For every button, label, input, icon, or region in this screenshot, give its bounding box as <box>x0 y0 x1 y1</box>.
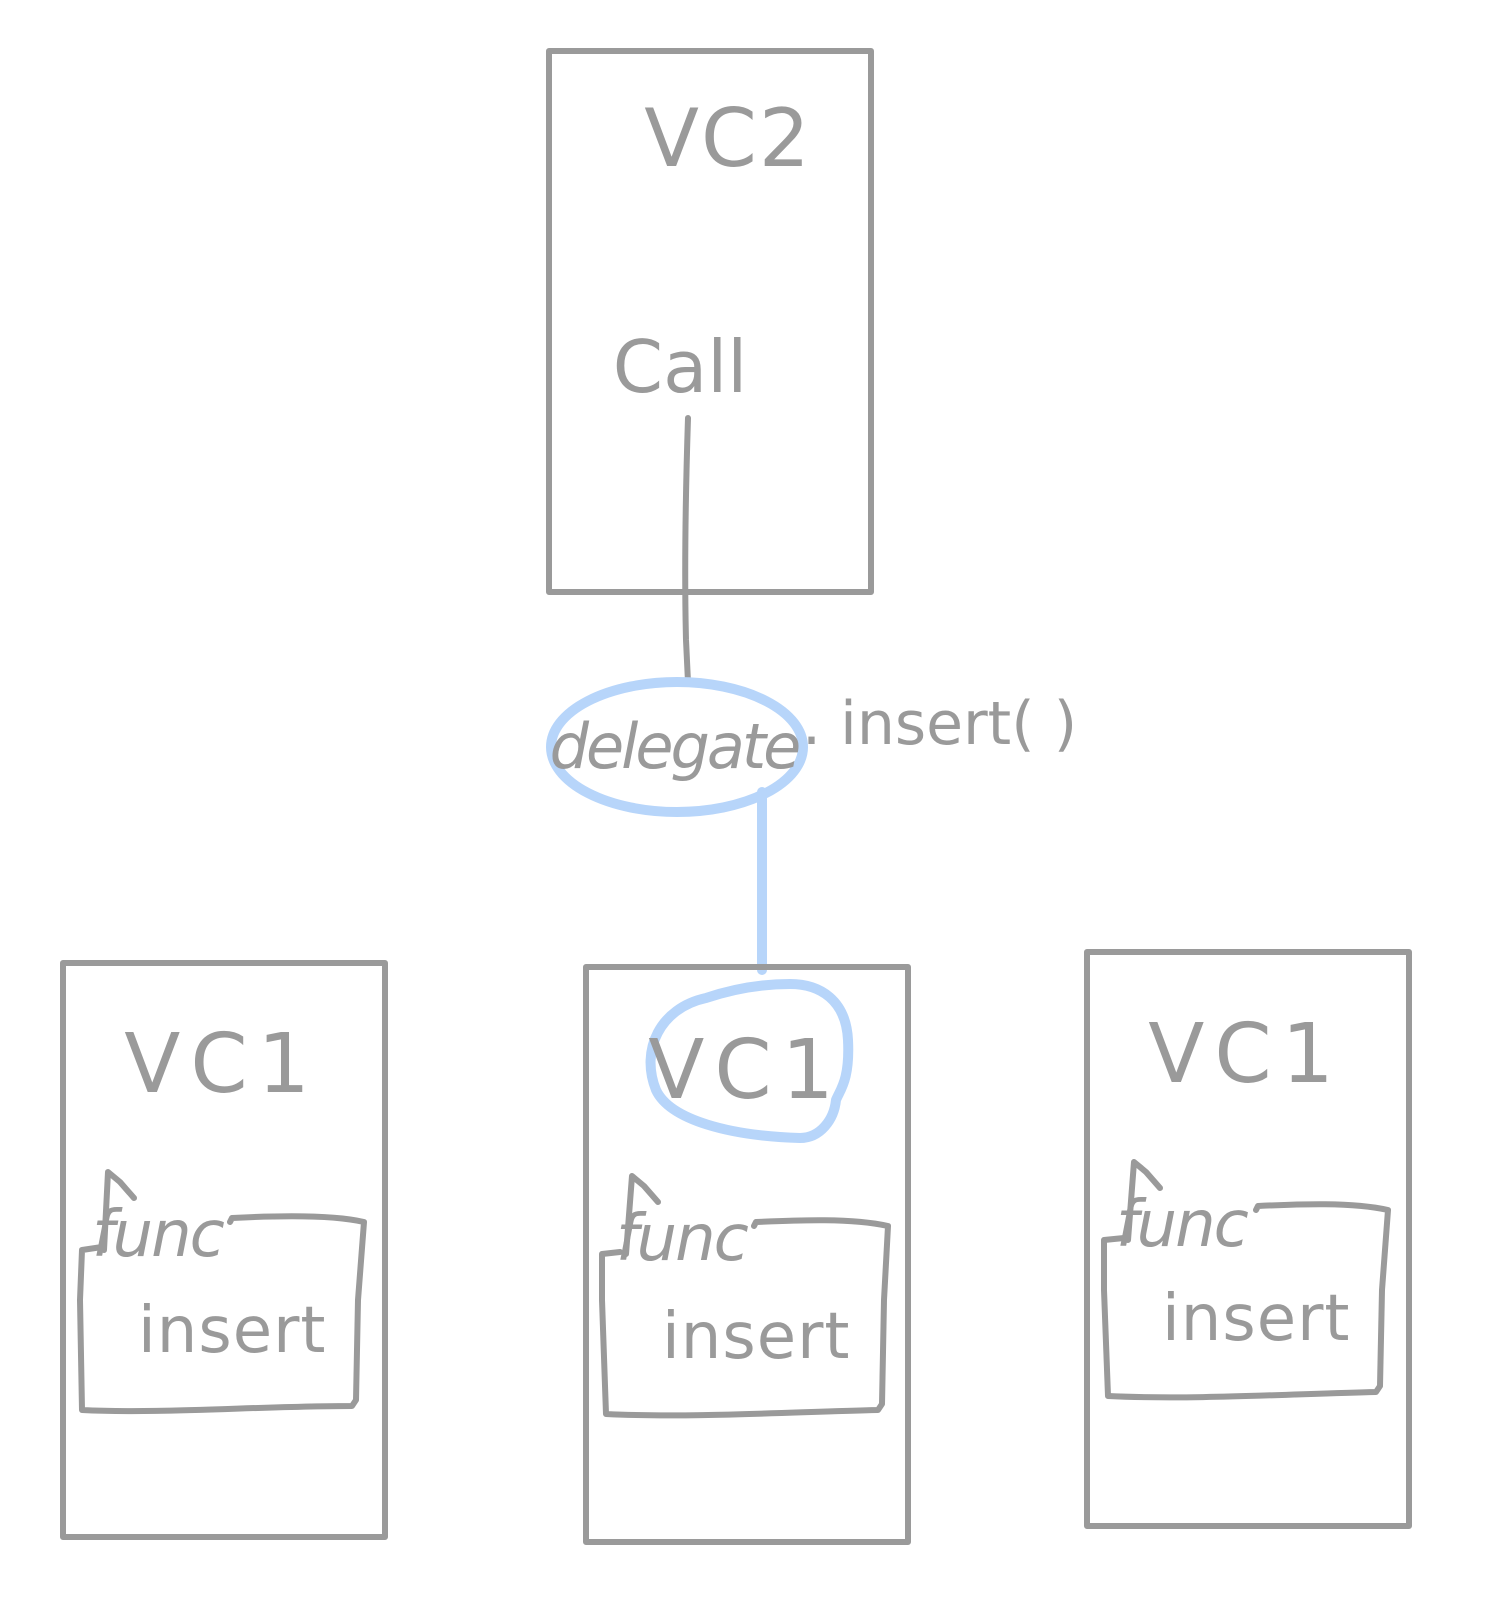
func-label: func <box>92 1198 225 1272</box>
vc1-title: VC1 <box>648 1023 844 1118</box>
insert-label: insert <box>1162 1282 1350 1356</box>
func-bracket <box>77 1213 367 1415</box>
delegate-label: delegate <box>550 710 800 783</box>
vc1-box-right: VC1 func insert <box>1084 949 1412 1529</box>
vc1-title: VC1 <box>124 1017 320 1112</box>
func-brace-hook <box>1125 1159 1163 1243</box>
func-brace-hook <box>101 1169 137 1253</box>
func-bracket <box>1101 1201 1391 1401</box>
delegate-highlight <box>546 677 808 817</box>
vc2-title: VC2 <box>644 92 811 185</box>
call-to-delegate-line <box>682 415 691 685</box>
vc2-call-label: Call <box>613 325 747 409</box>
insert-label: insert <box>138 1294 326 1368</box>
vc1-title: VC1 <box>1148 1007 1344 1102</box>
func-label: func <box>1116 1188 1249 1262</box>
vc1-highlight <box>645 979 854 1143</box>
vc1-box-left: VC1 func insert <box>60 960 388 1540</box>
func-bracket <box>599 1217 891 1419</box>
vc2-box: VC2 Call <box>546 48 874 595</box>
insert-label: insert <box>662 1300 850 1374</box>
delegate-method-label: . insert( ) <box>802 689 1077 759</box>
func-brace-hook <box>623 1173 661 1257</box>
delegate-call: delegate . insert( ) <box>546 677 1077 817</box>
func-label: func <box>616 1202 749 1276</box>
vc1-box-middle: VC1 func insert <box>583 964 911 1545</box>
